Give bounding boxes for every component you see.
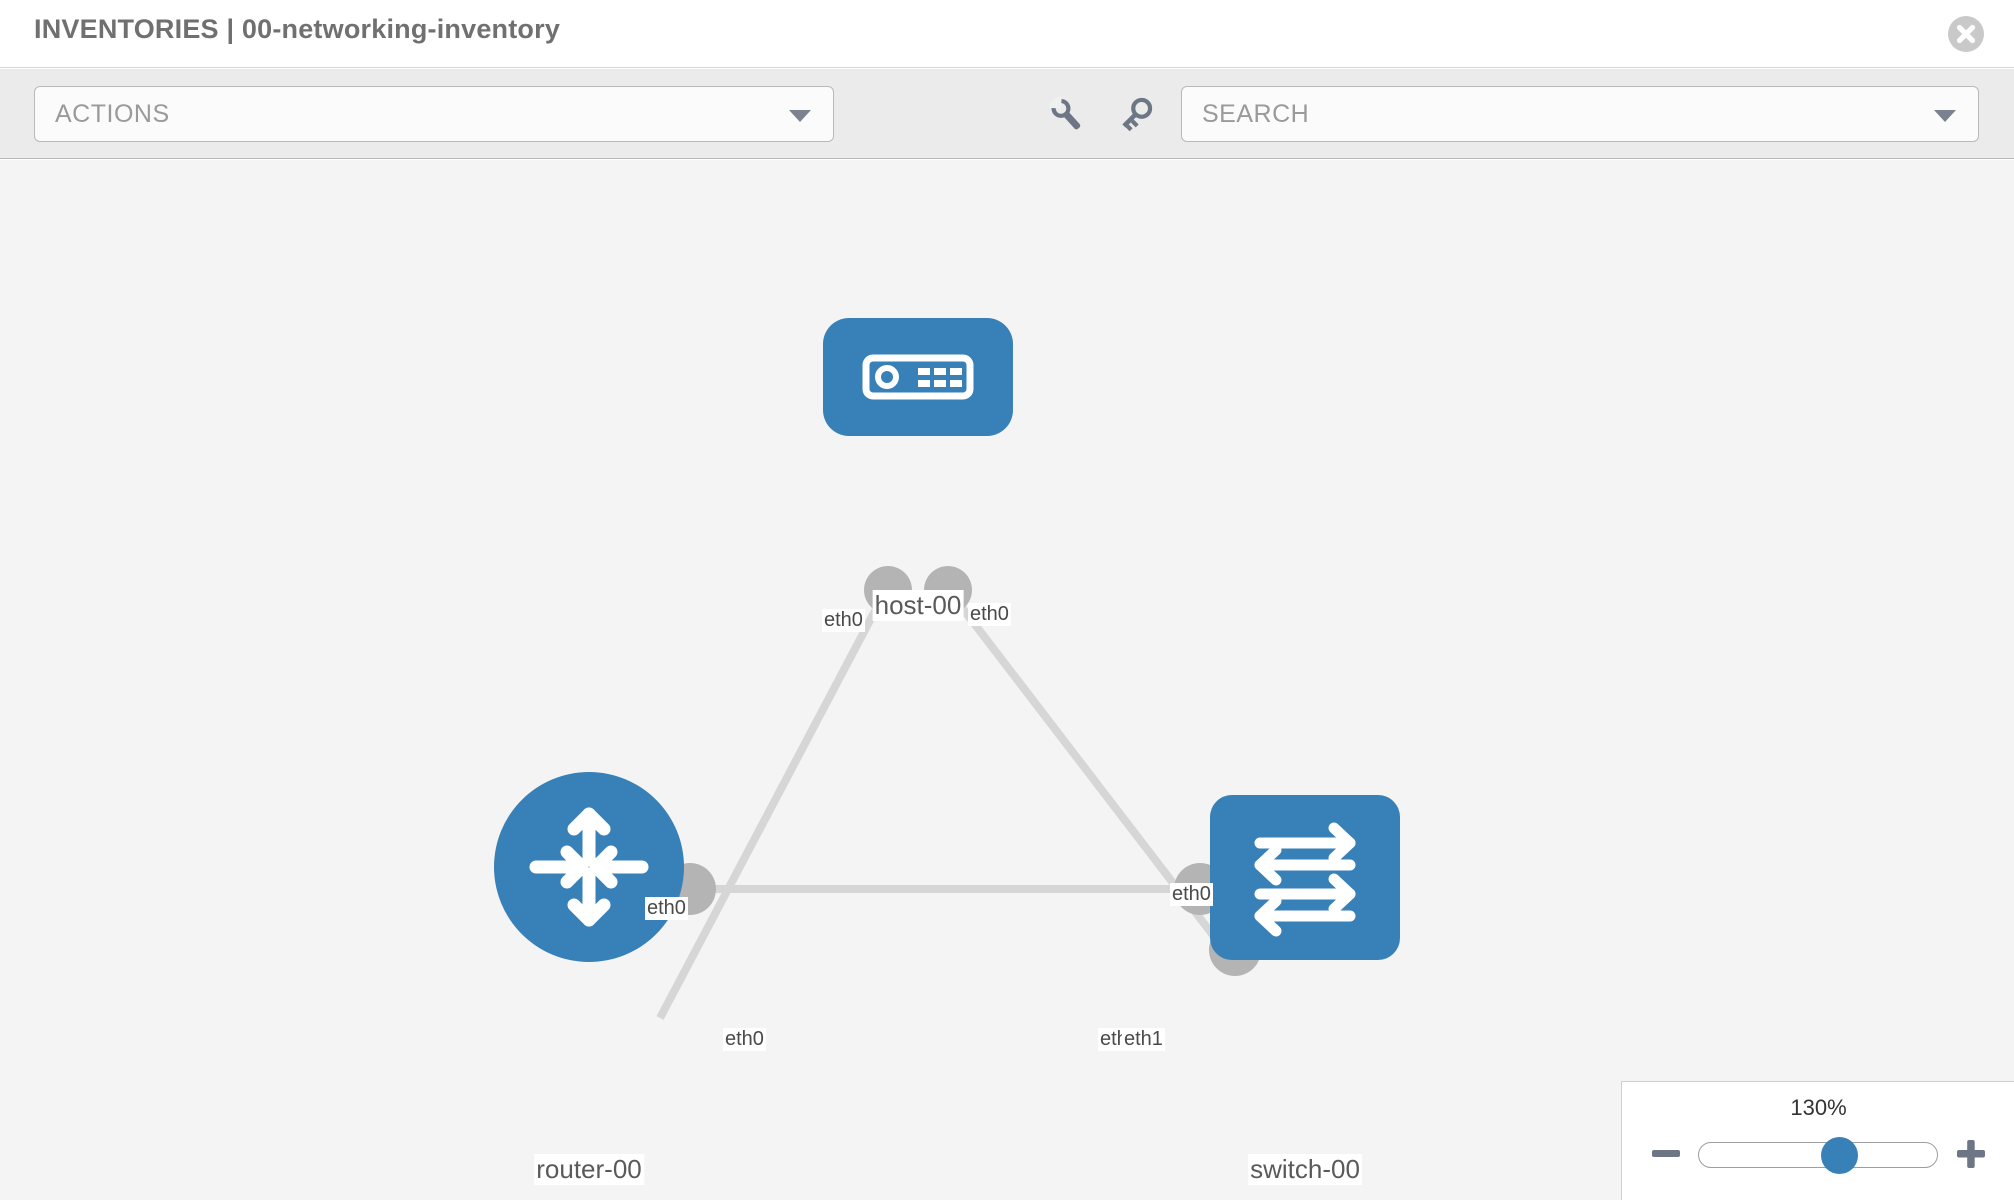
node-router-00[interactable]	[494, 772, 684, 962]
link-host-router[interactable]	[656, 590, 889, 1020]
iface-label-switch-left-a: eth	[1098, 1028, 1130, 1051]
zoom-slider-thumb[interactable]	[1820, 1137, 1858, 1174]
iface-label-switch-top: eth0	[1170, 883, 1213, 906]
iface-label-host-left: eth0	[822, 609, 865, 632]
actions-dropdown[interactable]: ACTIONS	[34, 86, 834, 142]
title-bar: INVENTORIES | 00-networking-inventory	[0, 0, 2014, 68]
router-arrows-icon	[529, 807, 649, 927]
node-router-00-label: router-00	[534, 1154, 644, 1185]
node-switch-00-shape	[1210, 795, 1400, 960]
plus-icon[interactable]	[1951, 1134, 1991, 1174]
node-switch-00-label: switch-00	[1248, 1154, 1362, 1185]
page-title: INVENTORIES | 00-networking-inventory	[34, 14, 561, 44]
close-icon[interactable]	[1947, 15, 1985, 53]
minus-icon[interactable]	[1646, 1134, 1686, 1174]
search-input[interactable]: SEARCH	[1181, 86, 1979, 142]
node-host-00-shape	[823, 318, 1013, 436]
node-host-00[interactable]	[823, 318, 1013, 436]
search-placeholder: SEARCH	[1202, 100, 1310, 128]
chevron-down-icon	[1934, 110, 1956, 122]
switch-arrows-icon	[1254, 822, 1356, 937]
toolbar: ACTIONS SEARC	[0, 69, 2014, 159]
iface-label-host-right: eth0	[968, 603, 1011, 626]
iface-label-router-top: eth0	[645, 897, 688, 920]
node-router-00-shape	[494, 772, 684, 962]
iface-label-switch-left-b: eth1	[1122, 1028, 1165, 1051]
actions-dropdown-label: ACTIONS	[55, 100, 170, 128]
zoom-control-panel: 130%	[1621, 1081, 2014, 1200]
wrench-icon[interactable]	[1043, 91, 1089, 137]
zoom-slider[interactable]	[1698, 1137, 1938, 1174]
chevron-down-icon	[789, 110, 811, 122]
zoom-slider-row	[1622, 1134, 2014, 1176]
iface-label-router-right: eth0	[723, 1028, 766, 1051]
zoom-percent-label: 130%	[1790, 1095, 1847, 1120]
server-appliance-icon	[862, 354, 974, 400]
key-icon[interactable]	[1113, 91, 1159, 137]
node-switch-00[interactable]	[1210, 795, 1400, 960]
topology-canvas[interactable]: host-00 r	[0, 160, 2014, 1200]
node-host-00-label: host-00	[872, 590, 964, 621]
topology-links	[656, 566, 1261, 1020]
